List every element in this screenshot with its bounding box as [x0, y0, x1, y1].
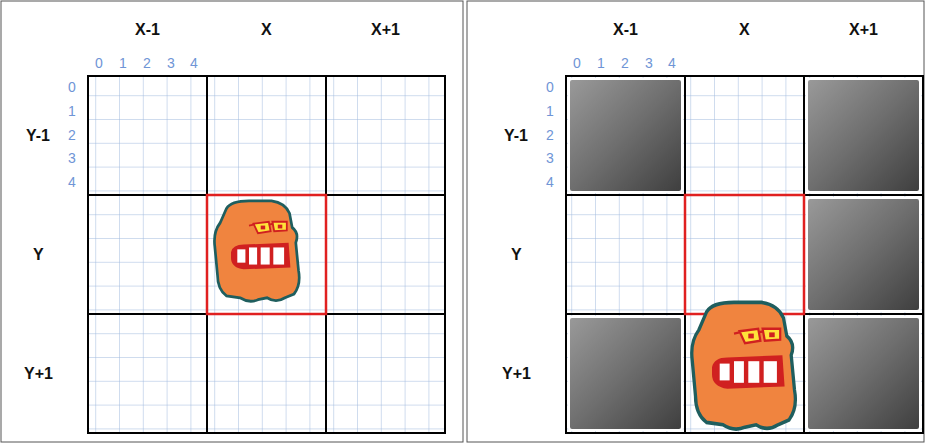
sub-row-number: 3 — [546, 151, 554, 165]
row-header: Y-1 — [504, 128, 528, 144]
sub-column-number: 0 — [573, 56, 581, 70]
sub-row-number: 2 — [546, 128, 554, 142]
row-header: Y — [511, 247, 522, 263]
sub-column-number: 2 — [621, 56, 629, 70]
sub-row-number: 1 — [546, 104, 554, 118]
sub-row-number: 4 — [68, 175, 76, 189]
column-header: X+1 — [849, 22, 878, 38]
sub-column-number: 4 — [668, 56, 676, 70]
sub-row-number: 0 — [546, 80, 554, 94]
column-header: X-1 — [135, 22, 160, 38]
row-header: Y+1 — [24, 366, 53, 382]
sub-column-number: 1 — [119, 56, 127, 70]
row-header: Y — [33, 247, 44, 263]
sub-row-number: 3 — [68, 151, 76, 165]
sub-column-number: 1 — [597, 56, 605, 70]
column-header: X — [739, 22, 750, 38]
sub-column-number: 3 — [167, 56, 175, 70]
sub-column-number: 2 — [143, 56, 151, 70]
column-header: X+1 — [371, 22, 400, 38]
sub-row-number: 2 — [68, 128, 76, 142]
sub-row-number: 1 — [68, 104, 76, 118]
sub-column-number: 4 — [190, 56, 198, 70]
row-header: Y-1 — [26, 128, 50, 144]
column-header: X — [261, 22, 272, 38]
row-header: Y+1 — [502, 366, 531, 382]
sub-row-number: 4 — [546, 175, 554, 189]
column-header: X-1 — [613, 22, 638, 38]
sub-column-number: 0 — [95, 56, 103, 70]
sub-row-number: 0 — [68, 80, 76, 94]
sub-column-number: 3 — [645, 56, 653, 70]
